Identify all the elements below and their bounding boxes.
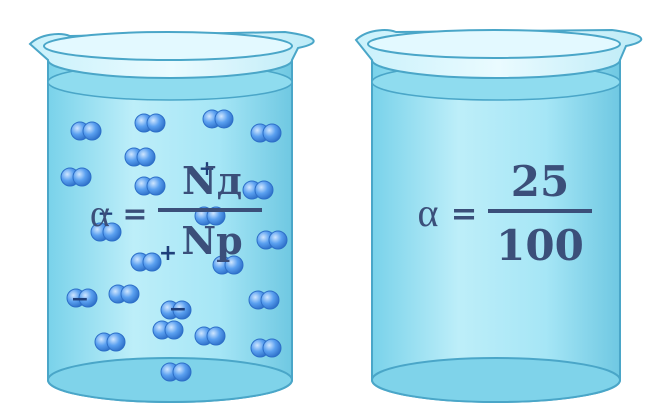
molecule-particle — [160, 300, 192, 320]
ion-mark: − — [169, 297, 187, 322]
molecule-particle — [250, 123, 282, 143]
right-formula-numerator: 25 — [511, 157, 569, 206]
left-formula-equals: = — [122, 197, 147, 232]
left-beaker — [28, 30, 315, 403]
molecule-particle — [256, 230, 288, 250]
molecule-particle — [60, 167, 92, 187]
right-formula-symbol: α — [418, 190, 439, 235]
right-formula-equals: = — [451, 194, 478, 232]
molecule-particle — [124, 147, 156, 167]
molecule-particle — [94, 332, 126, 352]
right-formula-denominator: 100 — [496, 221, 584, 270]
molecule-particle — [134, 113, 166, 133]
left-beaker-rim — [43, 31, 293, 61]
molecule-particle — [152, 320, 184, 340]
molecule-particle — [194, 326, 226, 346]
molecule-particle — [212, 255, 244, 275]
right-beaker-rim — [367, 29, 621, 59]
right-beaker — [354, 28, 643, 403]
particles — [60, 109, 288, 382]
molecule-particle — [130, 252, 162, 272]
molecule-particle — [242, 180, 274, 200]
molecule-particle — [134, 176, 166, 196]
molecule-particle — [160, 362, 192, 382]
molecule-particle — [108, 284, 140, 304]
molecule-particle — [202, 109, 234, 129]
molecule-particle — [248, 290, 280, 310]
left-formula: α = Nд Nр — [90, 158, 262, 263]
ion-mark: − — [98, 201, 115, 225]
molecule-particle — [90, 222, 122, 242]
ion-marks: − + + − − — [71, 156, 216, 322]
ion-mark: + — [199, 156, 216, 180]
molecule-particle — [250, 338, 282, 358]
molecule-particle — [70, 121, 102, 141]
right-beaker-bottom — [371, 357, 621, 403]
left-formula-numerator: Nд — [182, 158, 242, 203]
right-formula: α = 25 100 — [418, 157, 592, 270]
ion-mark: + — [159, 241, 177, 266]
molecule-particle — [66, 288, 98, 308]
ion-mark: − — [71, 287, 89, 312]
left-formula-denominator: Nр — [181, 218, 242, 263]
left-formula-symbol: α — [90, 193, 110, 235]
